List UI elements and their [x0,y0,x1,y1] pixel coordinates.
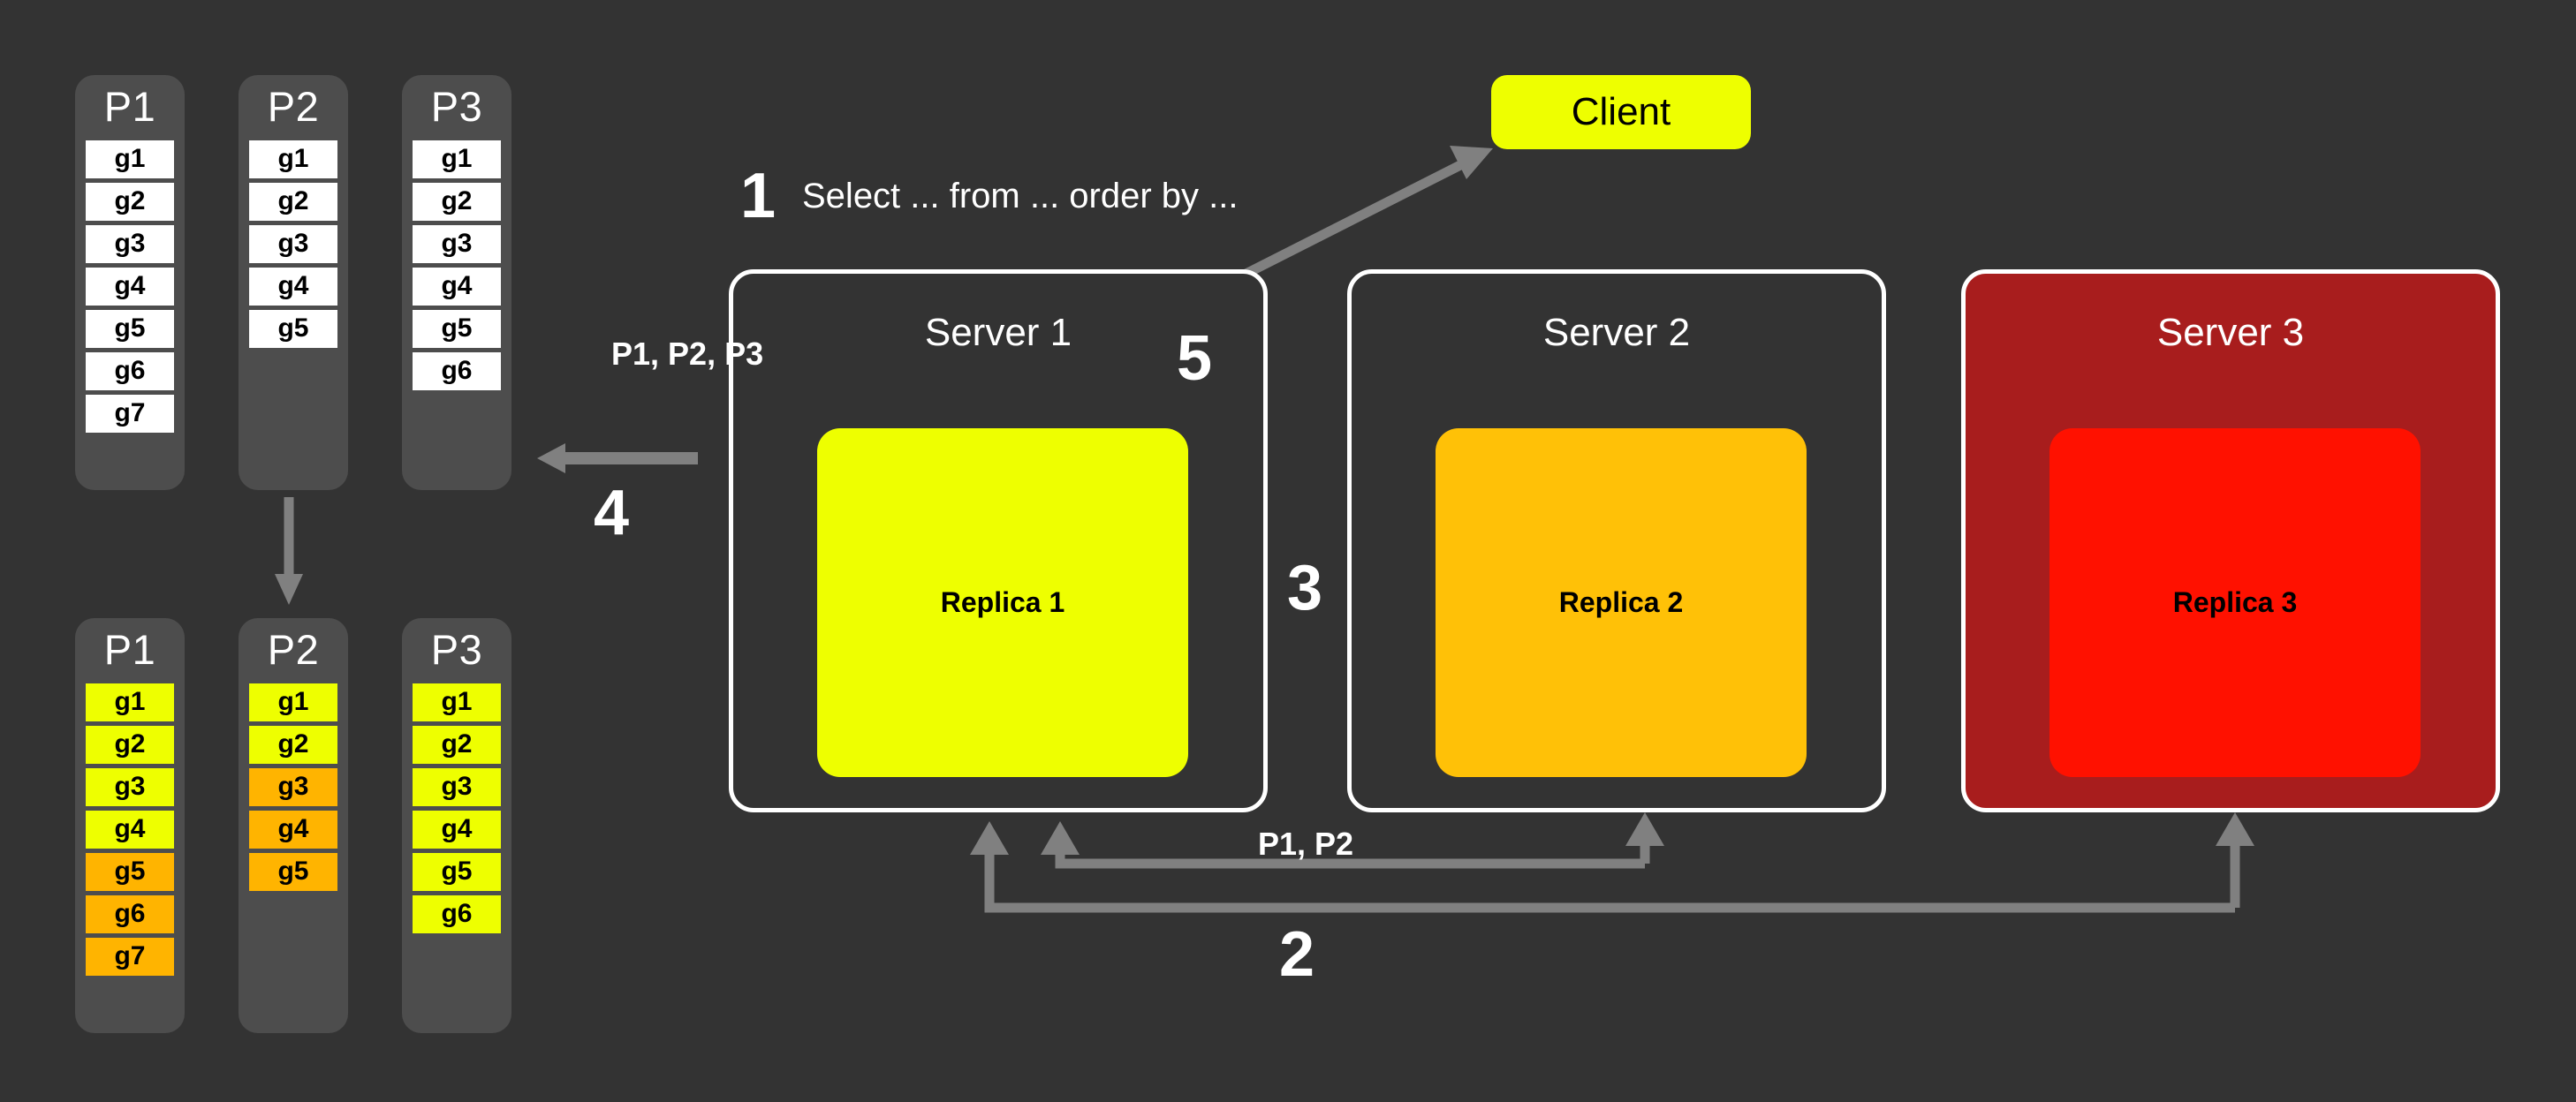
replica-label: Replica 3 [2172,586,2298,618]
partition-cell: g2 [413,182,501,221]
partition-title: P3 [430,626,483,673]
partition-cell: g3 [86,767,174,806]
partition-cell: g1 [249,140,337,178]
server-title: Server 1 [924,311,1072,354]
flow-label-p1p2: P1, P2 [1258,826,1354,862]
arrow-left-icon-step4 [537,443,698,473]
partition-column-before-p2: P2 g1 g2 g3 g4 g5 [239,75,348,490]
partition-column-after-p2: P2 g1 g2 g3 g4 g5 [239,618,348,1033]
partition-cell: g5 [413,309,501,348]
query-label: Select ... from ... order by ... [802,177,1239,215]
partition-title: P3 [430,83,483,130]
partition-column-after-p3: P3 g1 g2 g3 g4 g5 g6 [402,618,511,1033]
partition-cell: g2 [249,182,337,221]
partition-cell: g4 [86,267,174,306]
server-box-2[interactable]: Server 2 Replica 2 [1347,269,1886,812]
step-number-5: 5 [1177,323,1213,394]
partition-title: P2 [267,83,320,130]
arrow-down-icon [275,497,303,605]
partition-cell: g1 [249,683,337,721]
partition-cell: g4 [86,810,174,849]
partition-cell: g2 [413,725,501,764]
server-box-1[interactable]: Server 1 Replica 1 [729,269,1268,812]
server-box-3[interactable]: Server 3 Replica 3 [1961,269,2500,812]
server-title: Server 3 [2156,311,2305,354]
partition-cell: g5 [86,852,174,891]
partition-cell: g4 [249,267,337,306]
replica-label: Replica 1 [940,586,1065,618]
step-number-4: 4 [594,478,630,548]
partition-cell: g2 [86,725,174,764]
partition-cell: g6 [413,351,501,390]
partition-cell: g6 [86,351,174,390]
partition-column-before-p3: P3 g1 g2 g3 g4 g5 g6 [402,75,511,490]
partition-cell: g5 [86,309,174,348]
partition-cell: g7 [86,937,174,976]
client-label: Client [1571,90,1671,133]
partition-cell: g4 [249,810,337,849]
server-title: Server 2 [1542,311,1691,354]
partition-cell: g1 [86,140,174,178]
client-node[interactable]: Client [1491,75,1751,149]
step-number-3: 3 [1287,553,1323,623]
partition-cell: g5 [413,852,501,891]
partition-cell: g4 [413,267,501,306]
step-number-2: 2 [1279,919,1315,990]
replica-box-2[interactable]: Replica 2 [1436,428,1807,777]
arrow-up-icon-server3-to-server1 [970,812,2254,913]
partition-cell: g3 [413,767,501,806]
partition-cell: g6 [413,894,501,933]
partition-cell: g5 [249,852,337,891]
partition-title: P1 [103,83,156,130]
partition-cell: g3 [249,767,337,806]
partition-cell: g1 [413,683,501,721]
partition-cell: g2 [249,725,337,764]
replica-box-3[interactable]: Replica 3 [2049,428,2421,777]
partition-title: P2 [267,626,320,673]
step-number-1: 1 [740,161,777,231]
partition-cell: g2 [86,182,174,221]
partition-cell: g5 [249,309,337,348]
partition-cell: g1 [86,683,174,721]
partition-cell: g6 [86,894,174,933]
partition-column-before-p1: P1 g1 g2 g3 g4 g5 g6 g7 [75,75,185,490]
partition-title: P1 [103,626,156,673]
partition-column-after-p1: P1 g1 g2 g3 g4 g5 g6 g7 [75,618,185,1033]
partition-cell: g3 [413,224,501,263]
partition-cell: g1 [413,140,501,178]
replica-box-1[interactable]: Replica 1 [817,428,1188,777]
partition-cell: g3 [86,224,174,263]
partition-cell: g4 [413,810,501,849]
partition-cell: g7 [86,394,174,433]
flow-label-p1p2p3: P1, P2, P3 [611,336,764,372]
partition-cell: g3 [249,224,337,263]
replica-label: Replica 2 [1558,586,1684,618]
